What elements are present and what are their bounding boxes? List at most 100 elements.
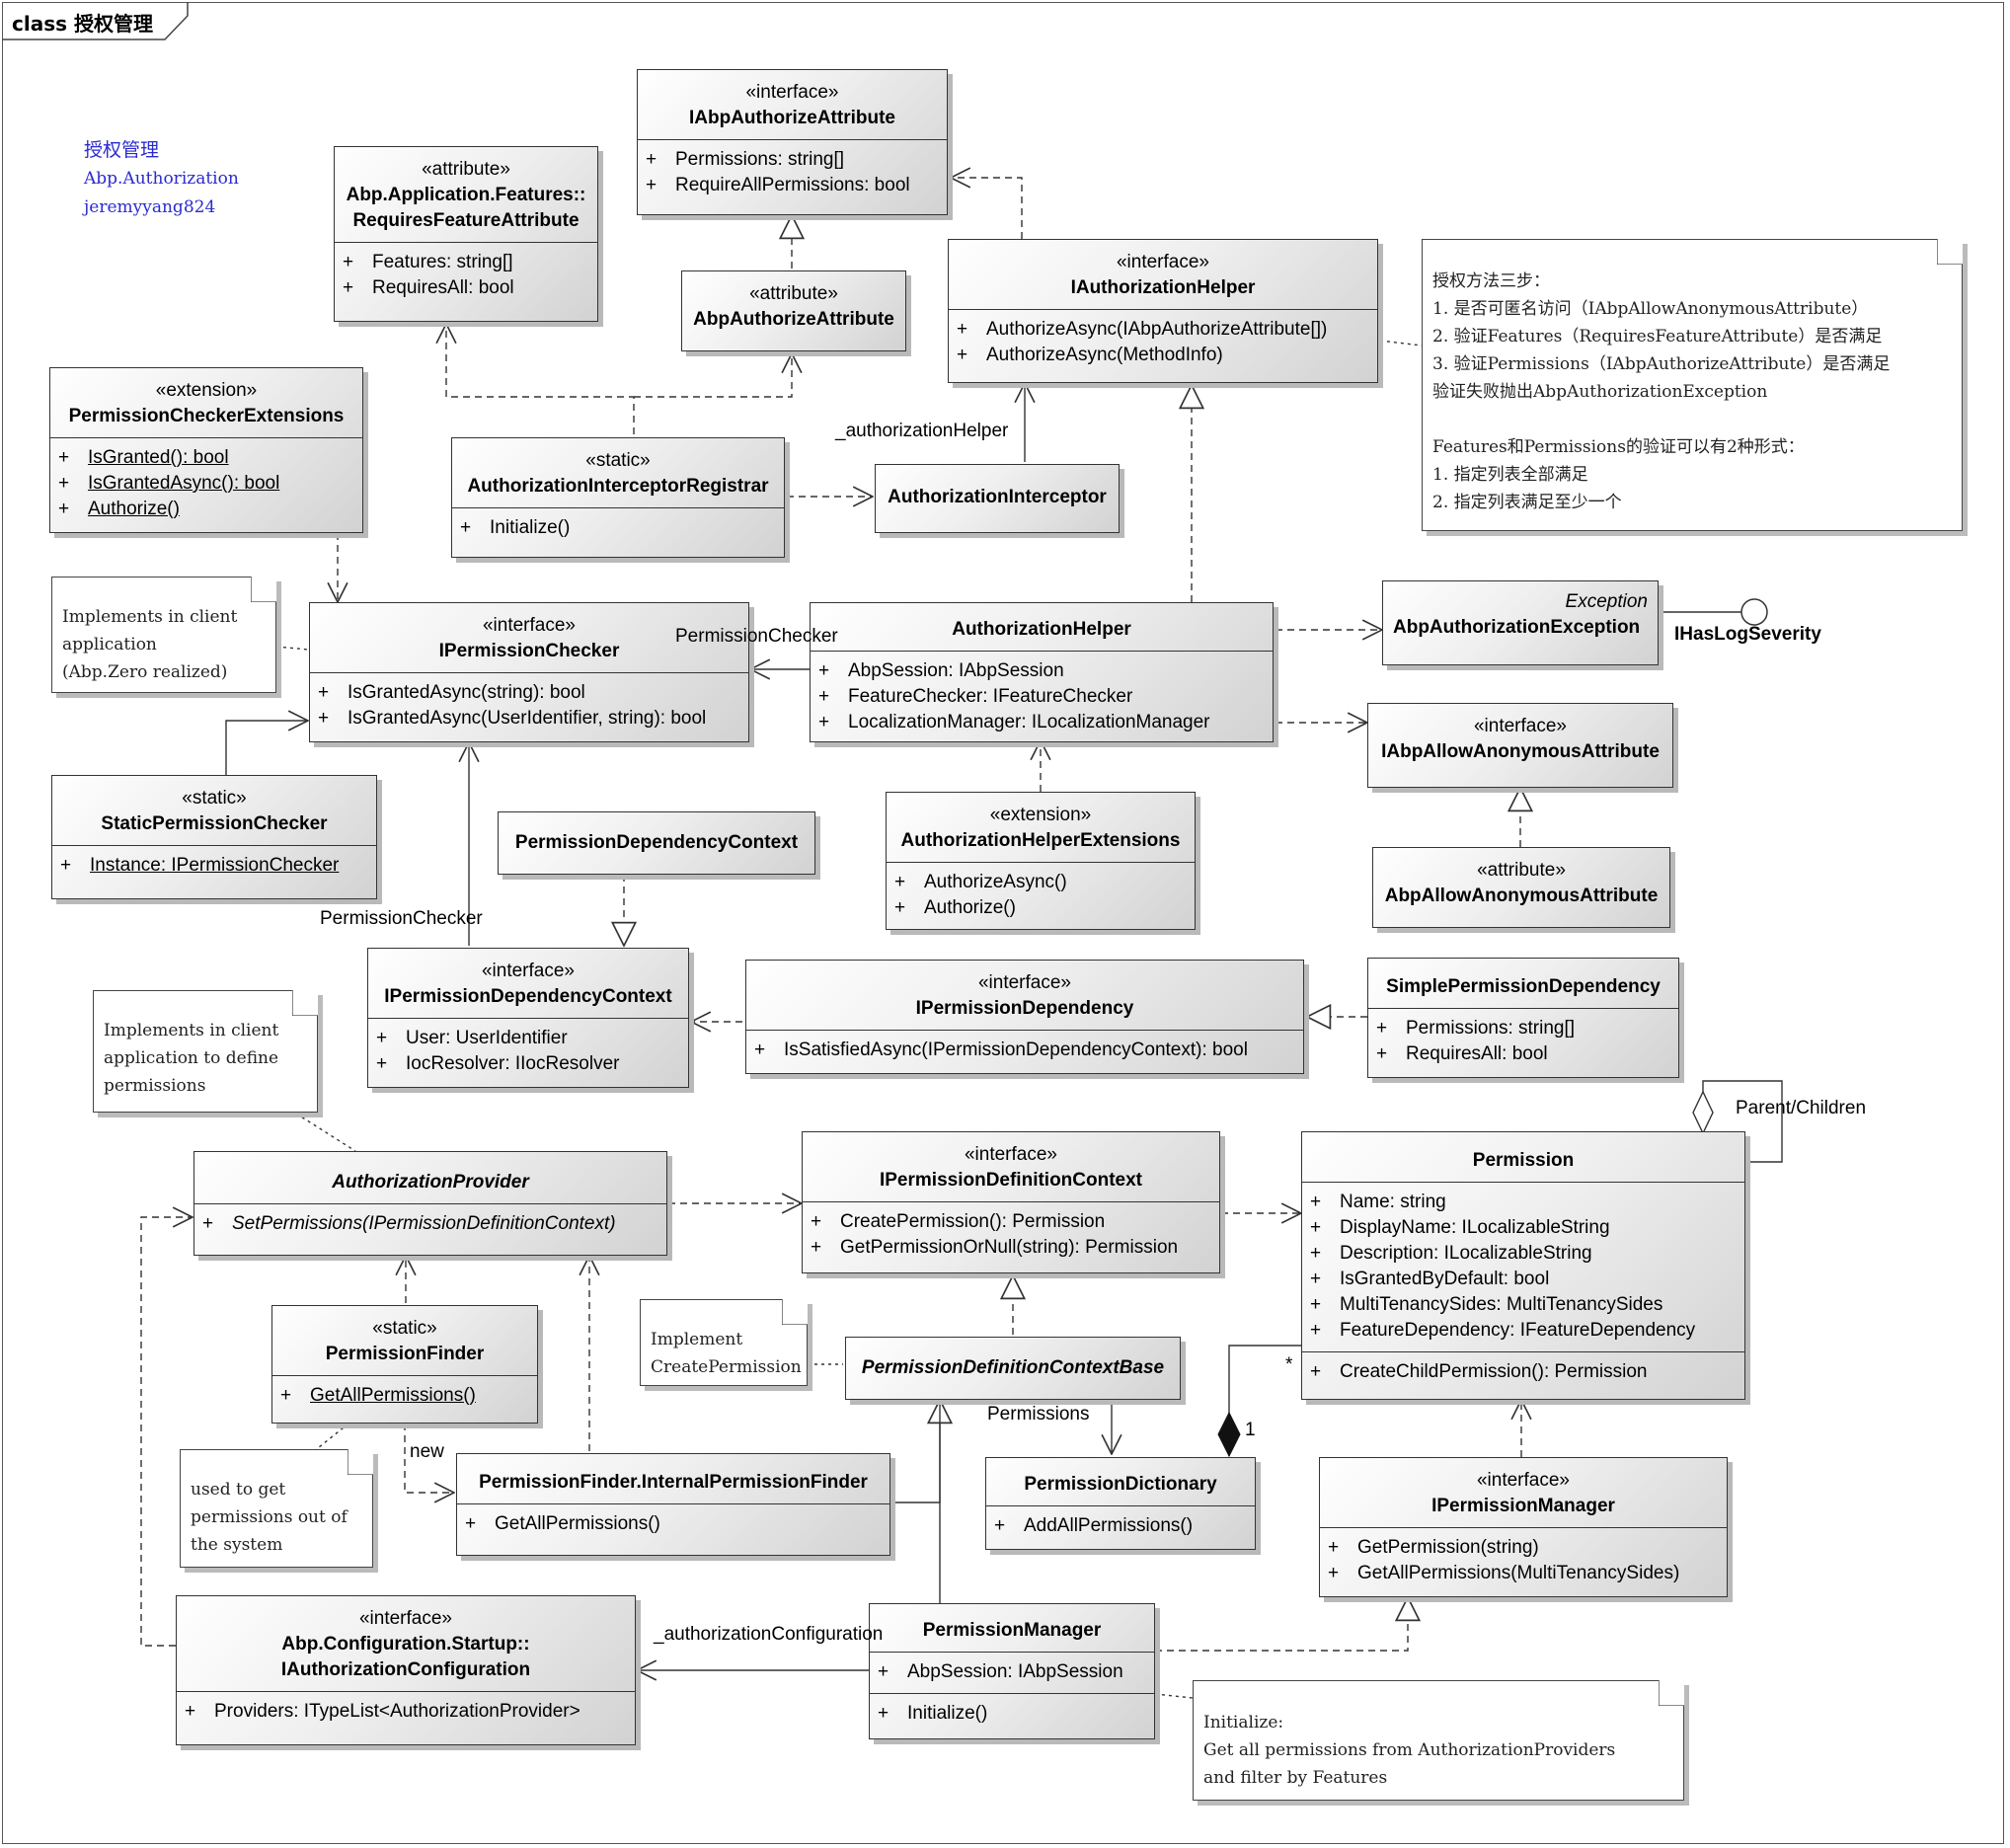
class-permission-definition-context-base[interactable]: PermissionDefinitionContextBase — [845, 1337, 1181, 1400]
class-authorization-interceptor[interactable]: AuthorizationInterceptor — [875, 464, 1120, 533]
class-member: +IsGranted(): bool — [58, 447, 229, 468]
class-iabp-authorize-attribute[interactable]: «interface» IAbpAuthorizeAttribute +Permi… — [637, 69, 948, 215]
class-ipermission-definition-context[interactable]: «interface»IPermissionDefinitionContext … — [802, 1131, 1220, 1273]
class-authorization-interceptor-registrar[interactable]: «static» AuthorizationInterceptorRegistra… — [451, 437, 785, 558]
class-name: AbpAuthorizeAttribute — [693, 309, 894, 330]
class-requires-feature-attribute[interactable]: «attribute»Abp.Application.Features::Req… — [334, 146, 598, 322]
stereotype-label: «interface» — [745, 82, 839, 103]
note-anchor-initialize — [1154, 1693, 1194, 1699]
dependency-registrar-to-abpauthorize — [634, 353, 792, 398]
role-permission-checker-helper: PermissionChecker — [675, 626, 838, 647]
class-ipermission-manager[interactable]: «interface»IPermissionManager +GetPermis… — [1319, 1457, 1728, 1597]
class-authorization-helper-extensions[interactable]: «extension»AuthorizationHelperExtensions… — [886, 792, 1196, 930]
class-name: IPermissionChecker — [438, 641, 620, 661]
class-member: +CreatePermission(): Permission — [811, 1211, 1106, 1232]
class-iauthorization-helper[interactable]: «interface»IAuthorizationHelper +Authori… — [948, 239, 1378, 383]
class-name: Abp.Configuration.Startup:: — [281, 1634, 530, 1655]
stereotype-label: «extension» — [989, 805, 1092, 825]
class-member: +MultiTenancySides: MultiTenancySides — [1310, 1294, 1663, 1315]
stereotype-label: «interface» — [964, 1144, 1057, 1165]
intro-author: jeremyyang824 — [84, 197, 216, 217]
intro-title: 授权管理 — [84, 139, 160, 161]
stereotype-label: «interface» — [1473, 716, 1567, 736]
class-member: +User: UserIdentifier — [376, 1028, 568, 1048]
class-member: +FeatureChecker: IFeatureChecker — [818, 686, 1133, 707]
aggregation-diamond-parent — [1692, 1090, 1714, 1135]
class-authorization-helper[interactable]: AuthorizationHelper +AbpSession: IAbpSes… — [810, 602, 1274, 742]
class-ipermission-checker[interactable]: «interface» IPermissionChecker +IsGranted… — [309, 602, 749, 742]
class-abp-allow-anonymous-attribute[interactable]: «attribute» AbpAllowAnonymousAttribute — [1372, 847, 1670, 928]
class-name: PermissionCheckerExtensions — [68, 406, 345, 426]
dependency-registrar-to-requiresfeature — [446, 324, 635, 434]
stereotype-label: «static» — [585, 450, 651, 471]
class-member: +RequiresAll: bool — [1376, 1043, 1548, 1064]
label-new: new — [410, 1441, 444, 1462]
class-member: +Permissions: string[] — [646, 149, 845, 170]
class-iauthorization-configuration[interactable]: «interface»Abp.Configuration.Startup::IA… — [176, 1595, 636, 1745]
class-name: IPermissionDependencyContext — [384, 986, 672, 1007]
stereotype-label: «interface» — [1116, 252, 1209, 272]
class-member: +GetPermissionOrNull(string): Permission — [811, 1237, 1179, 1258]
class-member: +RequireAllPermissions: bool — [646, 175, 910, 195]
class-permission-dependency-context[interactable]: PermissionDependencyContext — [498, 811, 815, 875]
frame-title: class 授权管理 — [12, 12, 153, 36]
class-abp-authorize-attribute[interactable]: «attribute»AbpAuthorizeAttribute — [681, 270, 906, 351]
class-member: +FeatureDependency: IFeatureDependency — [1310, 1320, 1696, 1341]
ihaslogseverity-lollipop — [1740, 598, 1768, 626]
class-member: +SetPermissions(IPermissionDefinitionCon… — [202, 1213, 616, 1234]
class-member: +Features: string[] — [343, 252, 513, 272]
class-permission-finder[interactable]: «static»PermissionFinder +GetAllPermissi… — [271, 1305, 538, 1424]
class-name: StaticPermissionChecker — [101, 813, 328, 834]
class-name: Abp.Application.Features:: — [346, 185, 586, 205]
multiplicity-one: 1 — [1245, 1420, 1256, 1440]
intro-namespace: Abp.Authorization — [84, 169, 239, 189]
class-authorization-provider[interactable]: AuthorizationProvider +SetPermissions(IP… — [193, 1151, 667, 1256]
dependency-config-to-provider — [140, 1217, 193, 1647]
association-static-to-ipermissionchecker — [225, 721, 308, 775]
class-member: +GetAllPermissions(MultiTenancySides) — [1328, 1563, 1680, 1583]
class-name: PermissionDefinitionContextBase — [861, 1357, 1165, 1378]
class-iabp-allow-anonymous-attribute[interactable]: «interface»IAbpAllowAnonymousAttribute — [1367, 703, 1673, 788]
class-name: AbpAuthorizationException — [1393, 617, 1641, 638]
class-simple-permission-dependency[interactable]: SimplePermissionDependency +Permissions:… — [1367, 958, 1679, 1078]
class-name: AuthorizationInterceptorRegistrar — [467, 476, 769, 497]
note-client-impl: Implements in client application (Abp.Ze… — [51, 577, 276, 693]
class-internal-permission-finder[interactable]: PermissionFinder.InternalPermissionFinde… — [456, 1453, 890, 1556]
class-name: IAbpAuthorizeAttribute — [689, 108, 895, 128]
note-initialize: Initialize: Get all permissions from Aut… — [1193, 1680, 1684, 1801]
class-permission-manager[interactable]: PermissionManager +AbpSession: IAbpSessi… — [869, 1603, 1155, 1739]
stereotype-label: «extension» — [155, 380, 258, 401]
composition-diamond — [1217, 1411, 1241, 1458]
class-permission-checker-extensions[interactable]: «extension» PermissionCheckerExtensions +… — [49, 367, 363, 533]
class-member: +AuthorizeAsync() — [894, 872, 1067, 892]
class-member: +Initialize() — [460, 517, 571, 538]
class-ipermission-dependency[interactable]: «interface»IPermissionDependency +IsSati… — [745, 960, 1304, 1074]
class-member: +GetAllPermissions() — [465, 1513, 660, 1534]
realization-manager-to-ipermmanager — [1155, 1597, 1408, 1652]
stereotype-label: «interface» — [482, 615, 576, 636]
class-permission-dictionary[interactable]: PermissionDictionary +AddAllPermissions(… — [985, 1457, 1256, 1550]
class-name: AbpAllowAnonymousAttribute — [1384, 886, 1659, 906]
stereotype-label: «interface» — [977, 972, 1071, 993]
class-name: Permission — [1472, 1150, 1575, 1171]
class-name: RequiresFeatureAttribute — [352, 210, 580, 231]
class-static-permission-checker[interactable]: «static» StaticPermissionChecker +Instanc… — [51, 775, 377, 899]
note-anchor-client-impl — [275, 646, 309, 651]
class-member: +Description: ILocalizableString — [1310, 1243, 1592, 1264]
stereotype-label: «static» — [182, 788, 247, 808]
class-name: AuthorizationHelper — [952, 619, 1131, 640]
diagram-intro: 授权管理 Abp.Authorization jeremyyang824 — [84, 136, 239, 222]
class-name: AuthorizationProvider — [332, 1172, 529, 1193]
note-anchor-client-define — [295, 1113, 356, 1152]
class-member: +IsGrantedAsync(string): bool — [318, 682, 585, 703]
class-ipermission-dependency-context[interactable]: «interface»IPermissionDependencyContext … — [367, 948, 689, 1088]
class-name: PermissionFinder — [325, 1344, 485, 1364]
interface-ihaslogseverity: IHasLogSeverity — [1674, 624, 1821, 645]
class-member: +IsGrantedAsync(UserIdentifier, string):… — [318, 708, 707, 729]
stereotype-label: «attribute» — [1477, 860, 1566, 881]
class-name: PermissionFinder.InternalPermissionFinde… — [479, 1472, 868, 1493]
class-permission[interactable]: Permission +Name: string +DisplayName: I… — [1301, 1131, 1745, 1400]
class-member: +Instance: IPermissionChecker — [60, 855, 340, 876]
